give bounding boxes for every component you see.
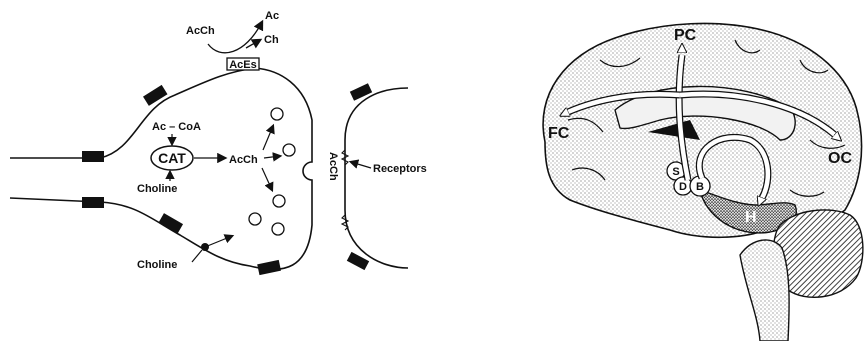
occipital-cortex-label: OC <box>828 150 852 167</box>
nucleus-d-label: D <box>679 181 687 193</box>
hippocampus-label: H <box>745 209 757 226</box>
acetyl-coa-label: Ac – CoA <box>152 121 201 133</box>
acetylcholine-mid-label: AcCh <box>229 154 258 166</box>
acetate-label: Ac <box>265 10 279 22</box>
acetylcholine-cleft-label: AcCh <box>327 152 339 181</box>
frontal-cortex-label: FC <box>548 125 570 142</box>
choline-bottom-label: Choline <box>137 259 177 271</box>
enzyme-box-label: AcEs <box>229 59 257 71</box>
acetylcholine-top-label: AcCh <box>186 25 215 37</box>
cat-label: CAT <box>158 150 186 166</box>
synapse-diagram: AcEs AcCh Ac Ch Ac – CoA CAT Choline AcC… <box>10 10 427 275</box>
cerebrum <box>543 23 861 237</box>
brain-diagram: S D B PC FC OC H <box>543 23 863 341</box>
nucleus-b-label: B <box>696 181 704 193</box>
membrane-patches <box>82 85 281 275</box>
nucleus-s-label: S <box>672 166 679 178</box>
postsynaptic-membrane <box>345 88 408 268</box>
parietal-cortex-label: PC <box>674 27 697 44</box>
brainstem <box>740 240 789 341</box>
receptors-label: Receptors <box>373 163 427 175</box>
hydrolysis-arrow <box>208 22 262 53</box>
choline-mid-label: Choline <box>137 183 177 195</box>
choline-top-label: Ch <box>264 34 279 46</box>
